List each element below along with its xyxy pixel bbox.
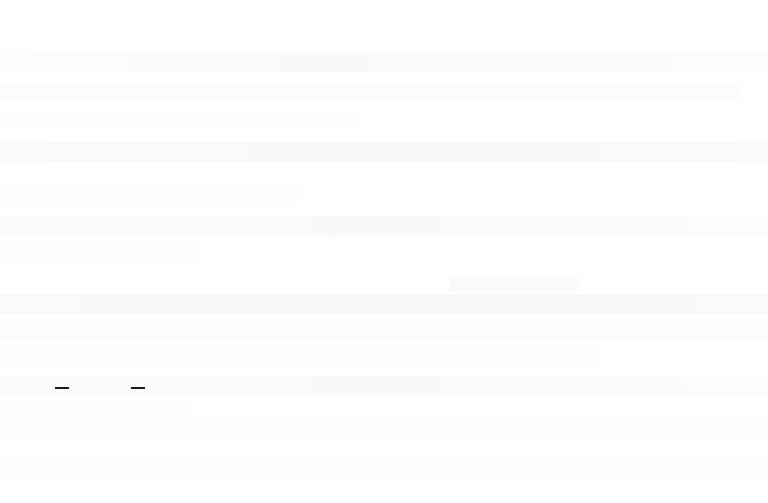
text-line-1 (0, 52, 768, 72)
text-line-10 (0, 322, 768, 340)
text-line-3 (0, 112, 360, 128)
text-line-9 (0, 294, 768, 314)
text-line-11 (0, 350, 600, 364)
text-line-4 (0, 142, 768, 162)
text-line-13 (0, 400, 190, 414)
text-line-14 (0, 420, 768, 434)
text-line-8 (450, 276, 580, 292)
text-line-6 (0, 216, 768, 236)
text-line-5 (0, 186, 300, 202)
text-line-7 (0, 244, 200, 260)
underline-mark-1 (55, 387, 69, 389)
text-line-12 (0, 376, 768, 396)
text-line-15 (0, 460, 768, 474)
text-line-2 (0, 84, 740, 100)
underline-mark-2 (131, 387, 145, 389)
